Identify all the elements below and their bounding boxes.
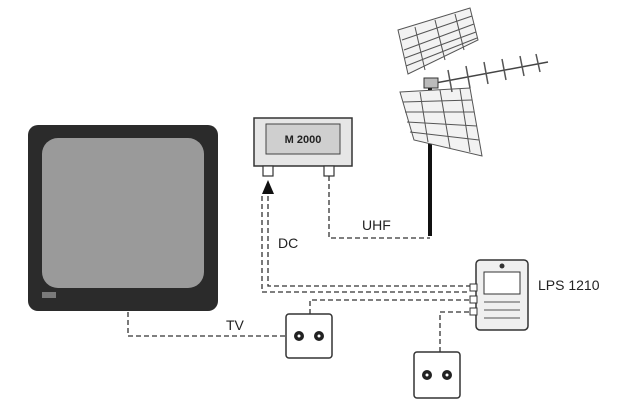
cables [127,176,470,352]
wall-socket-tv [285,313,333,359]
power-supply-lps1210: LPS 1210 [469,259,600,331]
antenna-boom [429,53,549,93]
extra-socket-cable [439,311,470,352]
amplifier-panel [265,123,341,155]
antenna-dipole-box [423,77,439,89]
power-supply-body [475,259,529,331]
amplifier-m2000: M 2000 [253,117,353,177]
amplifier-label: M 2000 [285,134,322,146]
dc-cable [267,196,470,287]
tv-label: TV [226,317,245,333]
television [28,125,218,311]
power-supply-label: LPS 1210 [538,277,600,293]
tv-cable [127,312,286,337]
antenna-lower-panel [399,87,483,157]
amplifier-dc-port [262,165,274,177]
socket-cable [309,299,470,314]
uhf-cable [328,176,430,239]
dc-arrow [262,180,274,194]
power-supply-port-1 [469,283,478,292]
power-supply-port-3 [469,307,478,316]
uhf-label: UHF [362,217,391,233]
tv-power-button [42,292,56,298]
power-supply-port-2 [469,295,478,304]
power-supply-window [483,271,521,295]
uhf-antenna [397,7,549,236]
tv-screen [42,138,204,288]
wall-socket-extra [413,351,461,399]
power-supply-led [499,263,505,269]
dc-cable-outer [261,196,470,293]
dc-label: DC [278,235,298,251]
amplifier-uhf-port [323,165,335,177]
antenna-upper-panel [397,7,479,75]
